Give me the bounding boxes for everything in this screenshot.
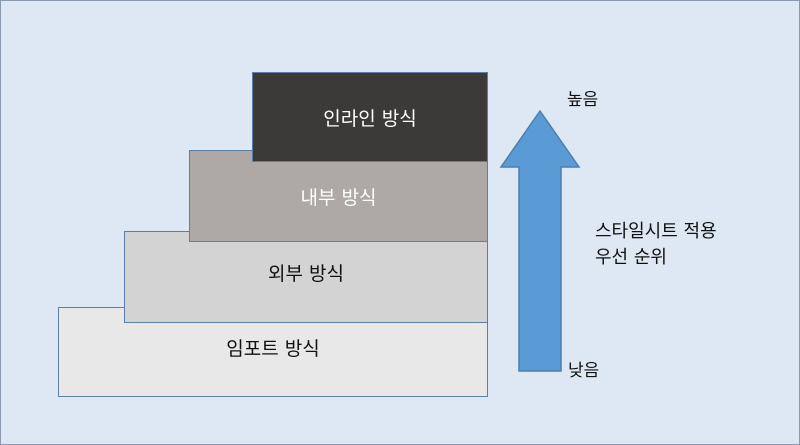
step-external-label: 외부 방식 <box>268 262 344 285</box>
priority-high-label: 높음 <box>567 90 599 110</box>
step-inline-method: 인라인 방식 <box>252 72 488 162</box>
priority-arrow-shape <box>499 109 581 372</box>
step-inline-label: 인라인 방식 <box>323 107 417 130</box>
priority-caption-line1: 스타일시트 적용 <box>595 221 717 242</box>
step-internal-label: 내부 방식 <box>300 186 377 209</box>
priority-caption: 스타일시트 적용 우선 순위 <box>595 219 717 271</box>
priority-up-arrow-icon <box>499 109 581 372</box>
priority-low-label: 낮음 <box>568 361 600 381</box>
step-import-label: 임포트 방식 <box>226 337 320 360</box>
step-external-method: 외부 방식 <box>124 231 488 323</box>
step-internal-method: 내부 방식 <box>189 150 488 242</box>
priority-caption-line2: 우선 순위 <box>595 247 667 268</box>
